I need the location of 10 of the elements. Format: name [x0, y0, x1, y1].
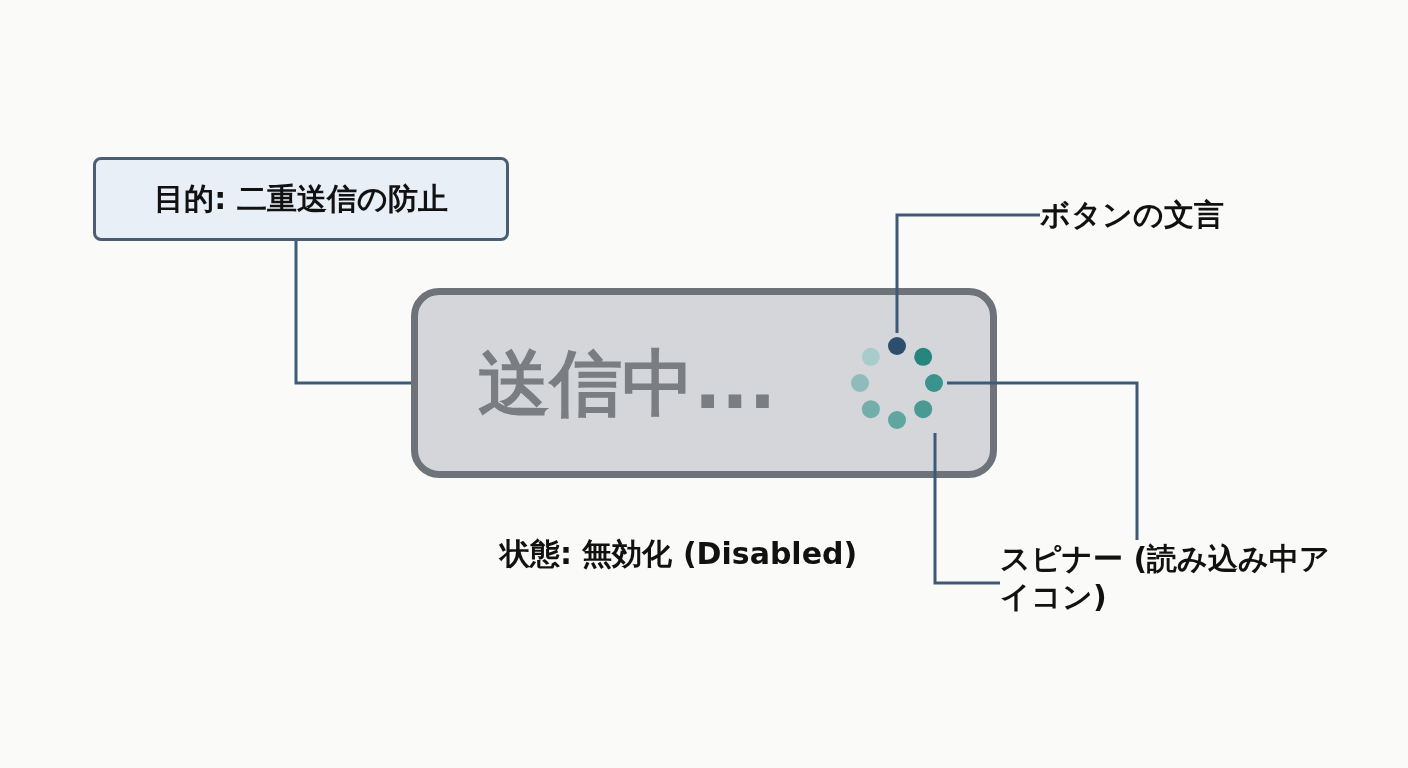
button-label: 送信中...: [478, 340, 777, 427]
leader-line: [895, 213, 1040, 333]
state-note: 状態: 無効化 (Disabled): [500, 535, 858, 573]
leader-line: [294, 241, 411, 385]
callout-text: ボタンの文言: [1040, 196, 1300, 236]
leader-line: [947, 381, 1139, 540]
leader-line: [933, 433, 1000, 585]
annotation-box: 目的: 二重送信の防止: [93, 157, 509, 241]
disabled-button: [411, 288, 997, 478]
callout-text: スピナー (読み込み中アイコン): [1000, 540, 1340, 620]
